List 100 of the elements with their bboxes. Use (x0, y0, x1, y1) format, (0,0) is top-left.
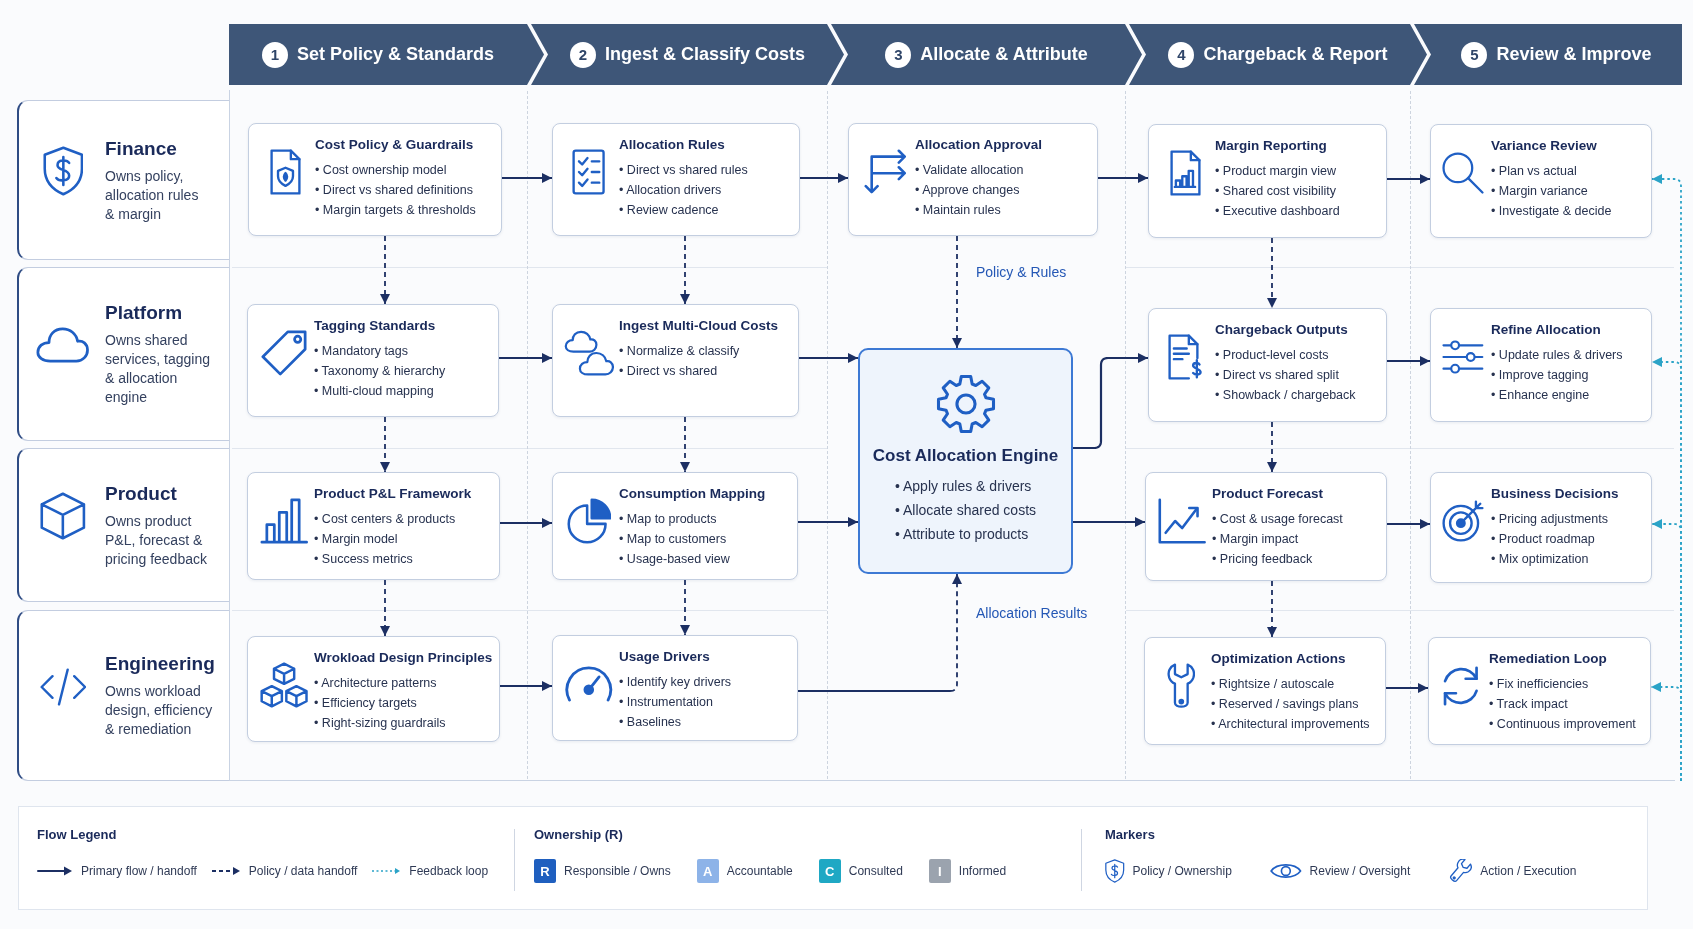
arrow (499, 353, 552, 363)
process-box (552, 123, 800, 236)
process-box (1430, 308, 1652, 422)
box-title: Usage Drivers (619, 648, 711, 666)
legend-text: Policy / Ownership (1132, 864, 1232, 878)
role-swatch: R (534, 859, 556, 883)
arrow (1387, 174, 1430, 184)
bullet-text: • Architecture patterns (314, 675, 438, 692)
bullet-text: • Apply rules & drivers (894, 477, 1033, 496)
dashed-arrow (1267, 580, 1277, 638)
process-box (247, 304, 499, 417)
legend-text: Accountable (726, 864, 793, 878)
process-box (247, 636, 500, 742)
process-box (1430, 472, 1652, 583)
legend-heading: Flow Legend (37, 827, 117, 842)
lane-title: Engineering (105, 652, 216, 676)
lane-title: Platform (105, 301, 184, 325)
step-number: 4 (1168, 41, 1195, 68)
bullet-text: • Map to customers (619, 531, 728, 548)
dotted-arrow (1650, 682, 1682, 782)
role-swatch: I (928, 859, 951, 883)
bullet-text: • Investigate & decide (1491, 203, 1613, 220)
process-box (1148, 308, 1387, 422)
step-title: Ingest & Classify Costs (604, 44, 806, 65)
bullet-text: • Baselines (619, 714, 683, 731)
dashed-arrow (380, 416, 390, 473)
legend-heading: Markers (1105, 827, 1155, 842)
process-box (552, 304, 799, 417)
lane-description: Owns shared services, tagging & allocation engine (105, 331, 212, 407)
step-number: 5 (1461, 41, 1488, 68)
bullet-text: • Normalize & classify (619, 343, 741, 360)
bullet-text: • Margin impact (1212, 531, 1300, 548)
bullet-text: • Cost centers & products (314, 511, 457, 528)
bullet-text: • Mandatory tags (314, 343, 409, 360)
legend-text: Action / Execution (1480, 864, 1577, 878)
box-title: Margin Reporting (1215, 137, 1328, 155)
box-title: Ingest Multi-Cloud Costs (619, 317, 779, 335)
bullet-text: • Instrumentation (619, 694, 714, 711)
bullet-text: • Margin model (314, 531, 399, 548)
box-title: Cost Policy & Guardrails (315, 136, 475, 154)
arrow (1387, 356, 1430, 366)
bullet-text: • Review cadence (619, 202, 720, 219)
box-title: Wrokload Design Principles (314, 649, 494, 667)
box-title: Cost Allocation Engine (872, 446, 1059, 466)
phase-banner (229, 24, 544, 85)
legend-text: Policy / data handoff (248, 864, 358, 878)
arrow (798, 517, 858, 527)
step-title: Chargeback & Report (1203, 44, 1388, 65)
bullet-text: • Continuous improvement (1489, 716, 1637, 733)
process-box (1428, 637, 1651, 745)
arrow (1387, 519, 1430, 529)
dashed-arrow (797, 573, 962, 692)
process-box (1144, 637, 1386, 745)
box-title: Business Decisions (1491, 485, 1620, 503)
bullet-text: • Maintain rules (915, 202, 1002, 219)
engine-box (858, 348, 1073, 574)
step-title: Allocate & Attribute (920, 44, 1088, 65)
process-box (848, 123, 1098, 236)
bullet-text: • Validate allocation (915, 162, 1025, 179)
legend-text: Review / Oversight (1309, 864, 1411, 878)
legend-text: Feedback loop (409, 864, 489, 878)
bullet-text: • Allocate shared costs (894, 501, 1037, 520)
lane-title: Product (105, 481, 178, 506)
bullet-text: • Efficiency targets (314, 695, 418, 712)
dashed-arrow (680, 579, 690, 636)
bullet-text: • Multi-cloud mapping (314, 383, 435, 400)
lane-description: Owns policy, allocation rules & margin (105, 166, 200, 224)
dashed-arrow (680, 416, 690, 473)
bullet-text: • Shared cost visibility (1215, 183, 1338, 200)
bullet-text: • Product margin view (1215, 163, 1338, 180)
box-title: Refine Allocation (1491, 321, 1602, 339)
swimlane-label (17, 267, 229, 441)
bullet-text: • Taxonomy & hierarchy (314, 363, 447, 380)
legend-text: Consulted (848, 864, 903, 878)
dashed-arrow (680, 235, 690, 305)
step-number: 3 (885, 41, 912, 68)
bullet-text: • Pricing adjustments (1491, 511, 1609, 528)
bullet-text: • Margin targets & thresholds (315, 202, 477, 219)
dashed-arrow (1267, 421, 1277, 473)
bullet-text: • Identify key drivers (619, 674, 733, 691)
bullet-text: • Success metrics (314, 551, 414, 568)
bullet-text: • Direct vs shared rules (619, 162, 749, 179)
bullet-text: • Fix inefficiencies (1489, 676, 1590, 693)
bullet-text: • Showback / chargeback (1215, 387, 1357, 404)
step-title: Set Policy & Standards (296, 44, 495, 65)
arrow (1386, 683, 1428, 693)
process-box (1430, 124, 1652, 238)
arrow (799, 353, 858, 363)
box-title: Product P&L Framework (314, 485, 473, 503)
box-title: Allocation Rules (619, 136, 726, 154)
process-box (1145, 472, 1387, 581)
phase-banner (1414, 24, 1682, 85)
bullet-text: • Architectural improvements (1211, 716, 1371, 733)
bullet-text: • Mix optimization (1491, 551, 1590, 568)
step-number: 2 (569, 41, 596, 68)
swimlane-label (17, 610, 229, 781)
bullet-text: • Reserved / savings plans (1211, 696, 1360, 713)
arrow (1073, 353, 1148, 450)
lane-description: Owns workload design, efficiency & remediation (105, 682, 214, 739)
process-box (247, 472, 500, 580)
